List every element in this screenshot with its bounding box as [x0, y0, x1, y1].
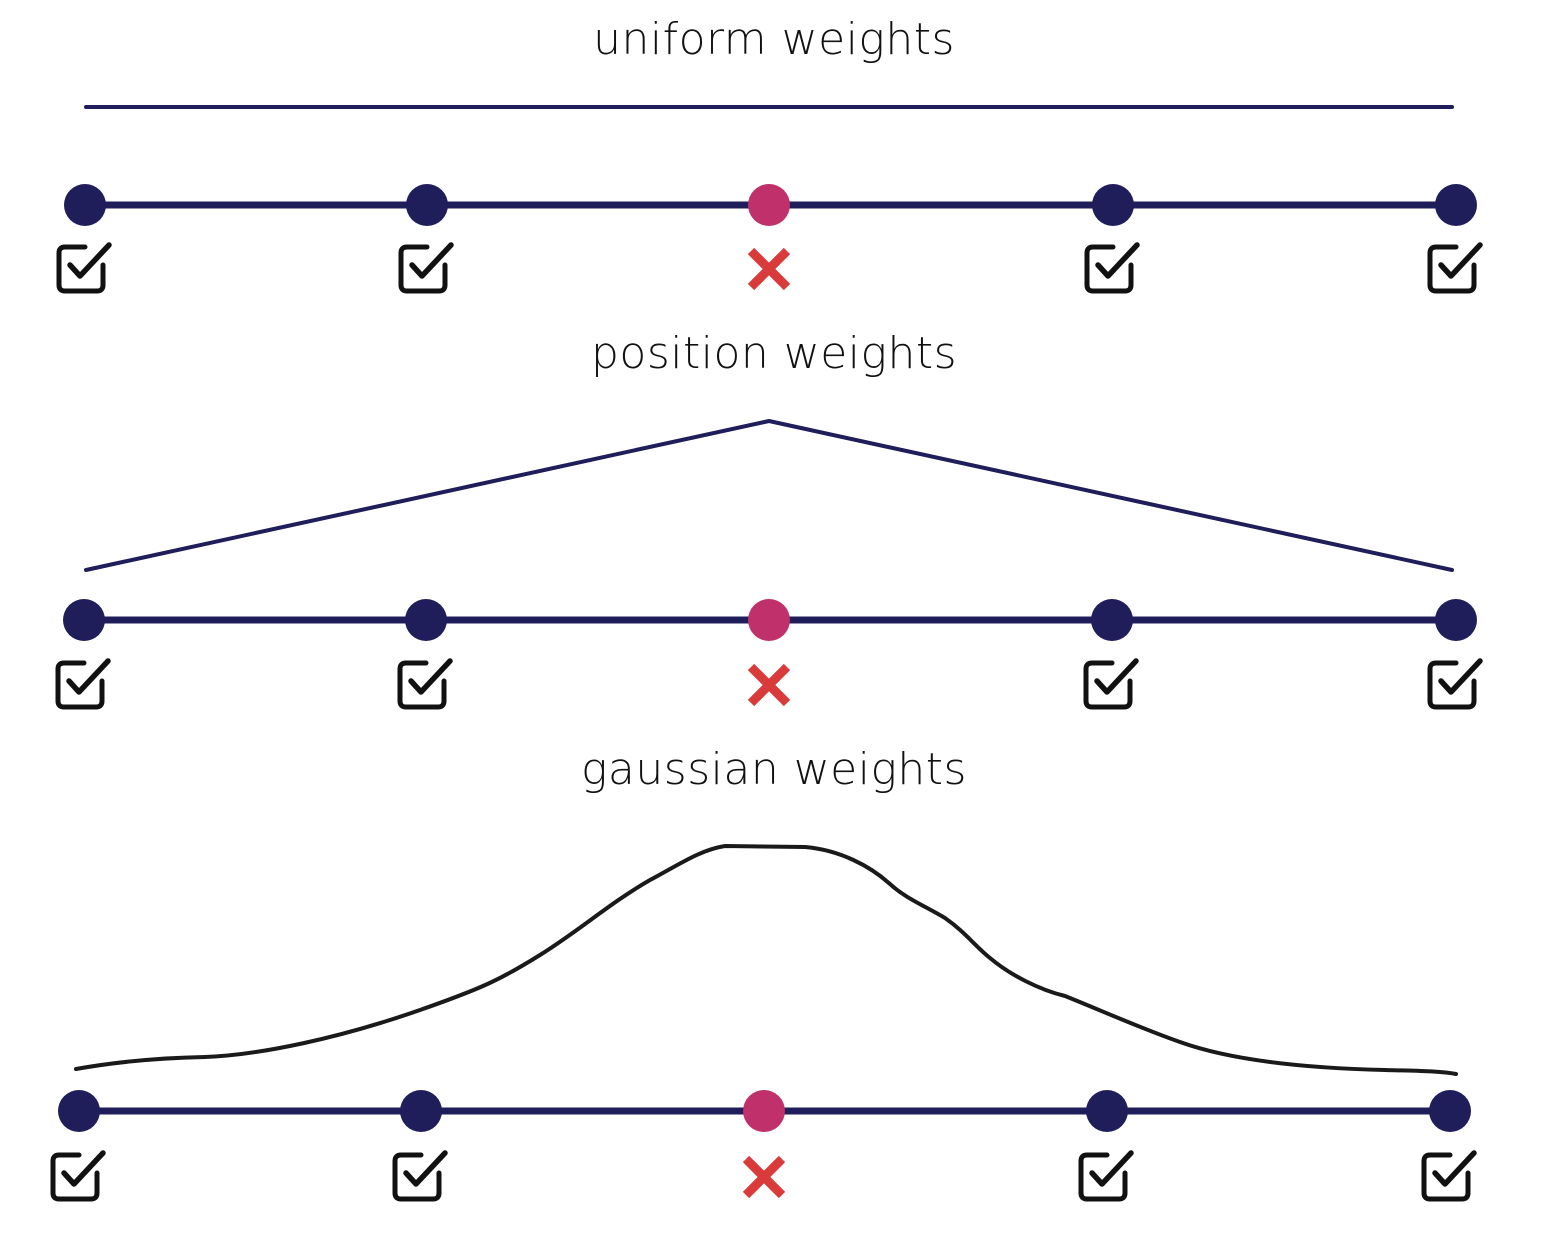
- checkbox-icon: [397, 658, 453, 710]
- target-node-uniform-2: [748, 184, 790, 226]
- context-node-gaussian-0: [58, 1090, 100, 1132]
- checkbox-icon: [1421, 1150, 1477, 1202]
- checkbox-icon: [1083, 658, 1139, 710]
- checkbox-icon: [1078, 1150, 1134, 1202]
- context-node-gaussian-1: [400, 1090, 442, 1132]
- panel-title-position: position weights: [590, 328, 957, 379]
- context-node-triangular-0: [63, 599, 105, 641]
- context-node-uniform-3: [1092, 184, 1134, 226]
- context-node-uniform-1: [406, 184, 448, 226]
- gaussian-weight-curve: [74, 844, 1458, 1076]
- checkbox-icon: [1084, 242, 1140, 294]
- checkbox-icon: [398, 242, 454, 294]
- context-node-uniform-4: [1435, 184, 1477, 226]
- cross-icon: [742, 1155, 786, 1199]
- context-node-gaussian-3: [1086, 1090, 1128, 1132]
- checkbox-icon: [1427, 658, 1483, 710]
- checkbox-icon: [55, 658, 111, 710]
- target-node-triangular-2: [748, 599, 790, 641]
- cross-icon: [747, 663, 791, 707]
- context-node-uniform-0: [64, 184, 106, 226]
- context-node-triangular-3: [1091, 599, 1133, 641]
- panel-title-gaussian: gaussian weights: [581, 744, 967, 795]
- context-node-gaussian-4: [1429, 1090, 1471, 1132]
- context-node-triangular-1: [405, 599, 447, 641]
- checkbox-icon: [56, 242, 112, 294]
- checkbox-icon: [392, 1150, 448, 1202]
- context-node-triangular-4: [1435, 599, 1477, 641]
- cross-icon: [747, 247, 791, 291]
- checkbox-icon: [50, 1150, 106, 1202]
- checkbox-icon: [1427, 242, 1483, 294]
- target-node-gaussian-2: [743, 1090, 785, 1132]
- panel-title-uniform: uniform weights: [593, 14, 955, 65]
- position-weight-line: [84, 419, 1454, 572]
